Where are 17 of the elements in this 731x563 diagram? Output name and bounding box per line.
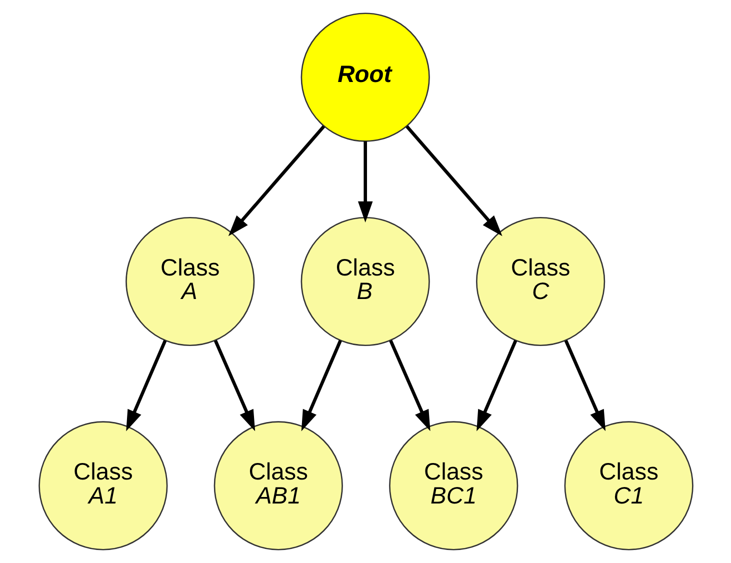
arrow: [228, 125, 325, 236]
node-circle: Root: [300, 12, 430, 142]
arrow: [564, 340, 606, 432]
arrow: [388, 340, 430, 432]
node-circle: Class C: [476, 216, 605, 346]
arrow: [476, 340, 517, 432]
arrow: [357, 141, 372, 223]
node-circle: Class AB1: [213, 421, 342, 550]
arrow: [300, 340, 342, 432]
node-circle: Class B: [300, 216, 430, 346]
node-circle: Class A: [125, 216, 254, 346]
node-circle: Class BC1: [388, 421, 518, 550]
node-circle: Class C1: [564, 421, 693, 550]
arrow: [213, 340, 255, 432]
node-circle: Class A1: [38, 421, 168, 550]
arrow: [126, 340, 166, 432]
arrow: [405, 125, 502, 236]
